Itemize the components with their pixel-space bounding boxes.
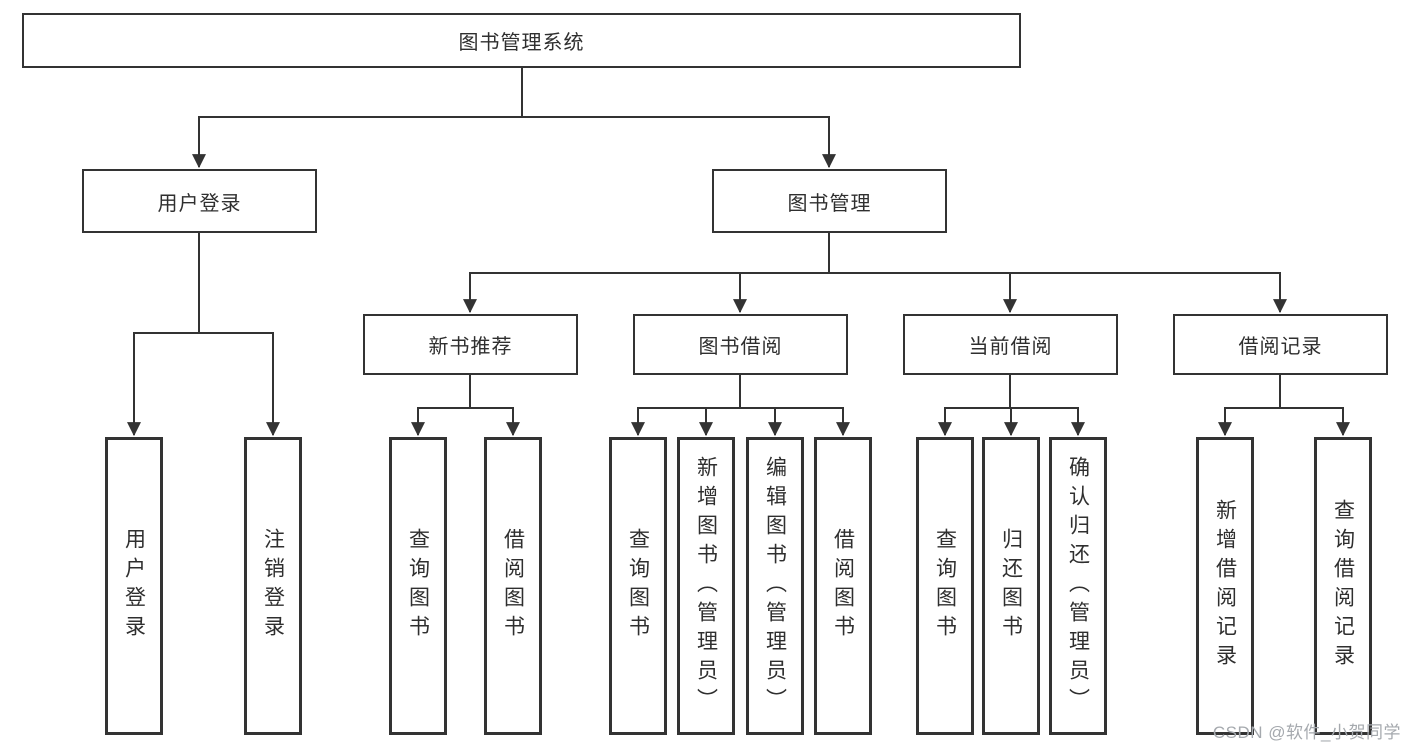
node-label: 新书推荐 (428, 336, 513, 358)
leaf-borrow-book-recommend: 借阅图书 (484, 437, 542, 735)
connector-new-book-recommend-to-leaves (411, 374, 520, 437)
connector-borrowing-records-to-leaves (1218, 374, 1350, 437)
node-label: 查询图书 (626, 528, 650, 644)
leaf-query-book-recommend: 查询图书 (389, 437, 447, 735)
node-current-borrowing: 当前借阅 (903, 314, 1118, 375)
leaf-add-borrow-record: 新增借阅记录 (1196, 437, 1254, 735)
node-label: 查询图书 (406, 528, 430, 644)
leaf-query-borrow-record: 查询借阅记录 (1314, 437, 1372, 735)
node-label: 借阅图书 (501, 528, 525, 644)
node-root: 图书管理系统 (22, 13, 1021, 68)
node-label: 图书管理 (787, 192, 872, 215)
node-label: 查询借阅记录 (1331, 499, 1355, 673)
leaf-user-login: 用户登录 (105, 437, 163, 735)
node-label: 编辑图书（管理员） (763, 455, 787, 717)
node-label: 借阅记录 (1238, 336, 1323, 358)
node-user-login: 用户登录 (82, 169, 317, 233)
leaf-confirm-return-admin: 确认归还（管理员） (1049, 437, 1107, 735)
leaf-borrow-book: 借阅图书 (814, 437, 872, 735)
leaf-logout: 注销登录 (244, 437, 302, 735)
leaf-edit-book-admin: 编辑图书（管理员） (746, 437, 804, 735)
leaf-query-book-current: 查询图书 (916, 437, 974, 735)
leaf-add-book-admin: 新增图书（管理员） (677, 437, 735, 735)
node-label: 新增图书（管理员） (694, 455, 718, 717)
connector-current-borrowing-to-leaves (938, 374, 1085, 437)
node-label: 新增借阅记录 (1213, 499, 1237, 673)
csdn-watermark: CSDN @软件_小贺同学 (1212, 723, 1401, 742)
leaf-return-book: 归还图书 (982, 437, 1040, 735)
node-label: 用户登录 (157, 192, 242, 215)
node-label: 查询图书 (933, 528, 957, 644)
connector-root-to-level2 (192, 67, 836, 169)
node-label: 图书借阅 (698, 336, 783, 358)
node-label: 用户登录 (122, 528, 146, 644)
node-borrowing-records: 借阅记录 (1173, 314, 1388, 375)
node-label: 图书管理系统 (458, 32, 585, 54)
connector-book-management-to-level3 (463, 232, 1287, 314)
node-label: 归还图书 (999, 528, 1023, 644)
connector-book-borrowing-to-leaves (631, 374, 850, 437)
node-label: 确认归还（管理员） (1066, 455, 1090, 717)
node-label: 借阅图书 (831, 528, 855, 644)
node-book-management: 图书管理 (712, 169, 947, 233)
node-label: 当前借阅 (968, 336, 1053, 358)
node-new-book-recommend: 新书推荐 (363, 314, 578, 375)
connector-user-login-to-leaves (127, 232, 280, 437)
node-label: 注销登录 (261, 528, 285, 644)
node-book-borrowing: 图书借阅 (633, 314, 848, 375)
leaf-query-book-borrowing: 查询图书 (609, 437, 667, 735)
